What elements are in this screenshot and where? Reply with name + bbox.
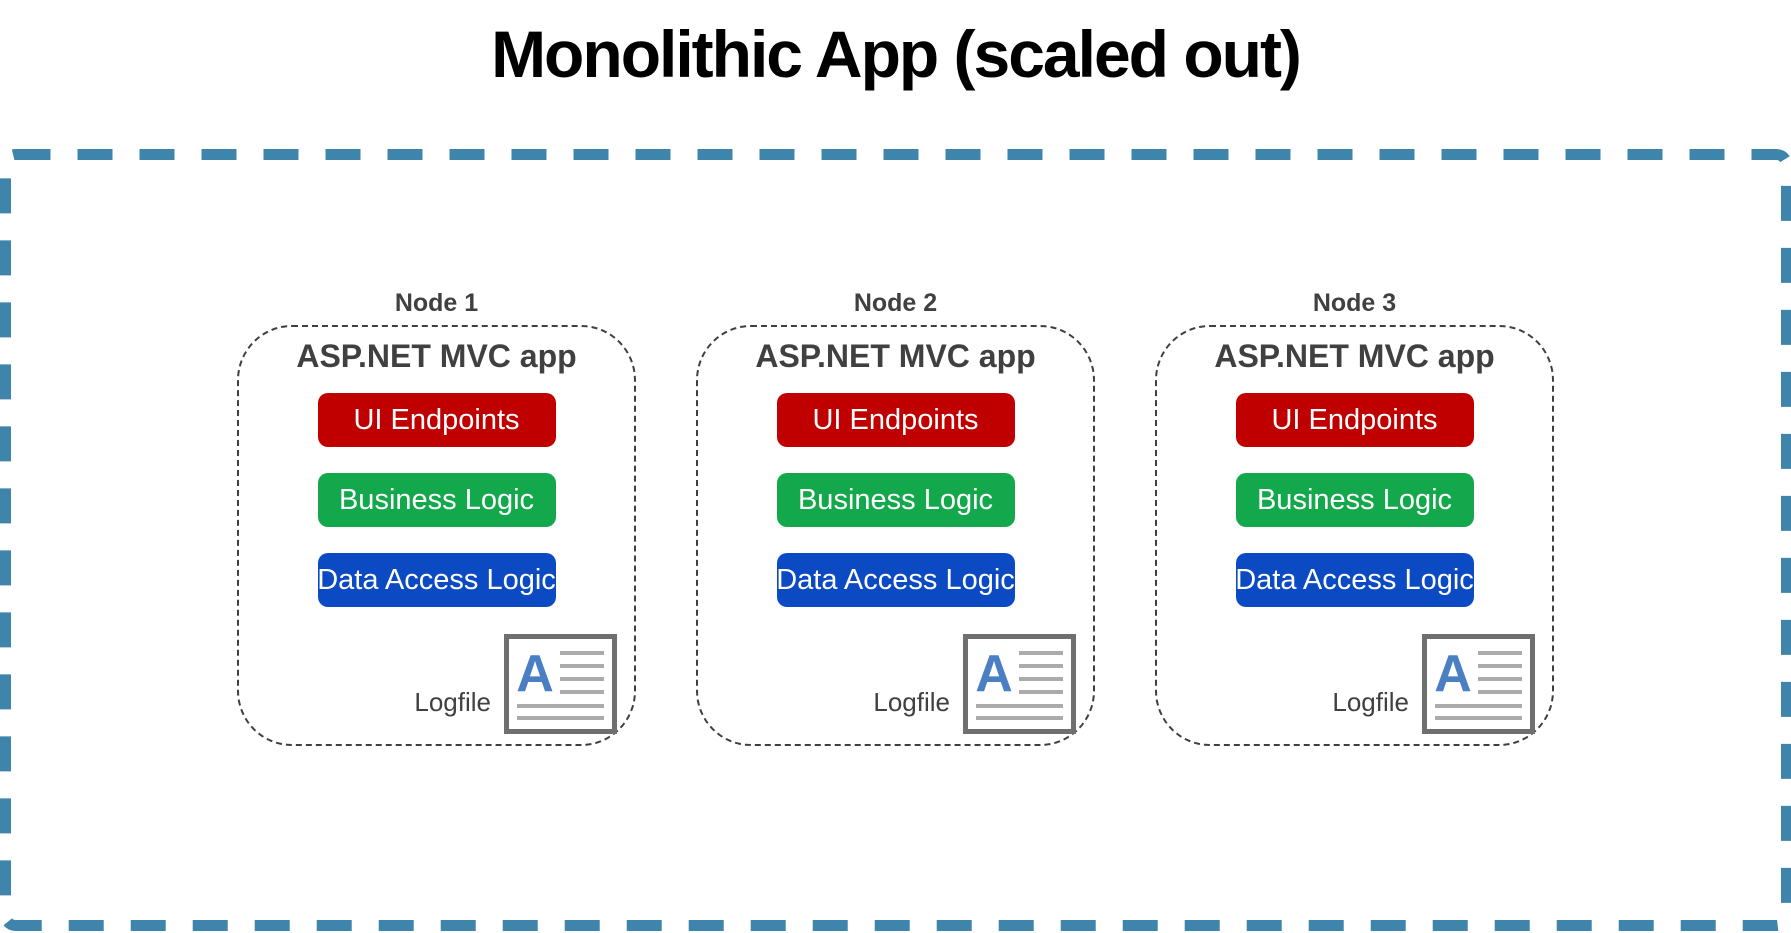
- logfile-icon: A: [1422, 634, 1535, 734]
- logfile-label: Logfile: [873, 687, 950, 717]
- app-title: ASP.NET MVC app: [755, 338, 1036, 374]
- layer-stack: UI Endpoints Business Logic Data Access …: [776, 393, 1015, 607]
- app-title: ASP.NET MVC app: [296, 338, 577, 374]
- node-label: Node 3: [1312, 289, 1397, 317]
- ui-endpoints-layer: UI Endpoints: [317, 393, 556, 447]
- svg-text:A: A: [516, 645, 554, 703]
- node-group-3: Node 3 ASP.NET MVC app UI Endpoints Busi…: [1155, 289, 1554, 746]
- nodes-row: Node 1 ASP.NET MVC app UI Endpoints Busi…: [0, 289, 1791, 746]
- svg-text:A: A: [1434, 645, 1472, 703]
- node-group-1: Node 1 ASP.NET MVC app UI Endpoints Busi…: [237, 289, 636, 746]
- logfile-row: Logfile A: [873, 634, 1076, 734]
- logfile-row: Logfile A: [414, 634, 617, 734]
- asp-net-mvc-app-box: ASP.NET MVC app UI Endpoints Business Lo…: [1155, 325, 1554, 746]
- business-logic-layer: Business Logic: [1235, 473, 1474, 527]
- logfile-label: Logfile: [414, 687, 491, 717]
- logfile-row: Logfile A: [1332, 634, 1535, 734]
- business-logic-layer: Business Logic: [776, 473, 1015, 527]
- ui-endpoints-layer: UI Endpoints: [1235, 393, 1474, 447]
- logfile-label: Logfile: [1332, 687, 1409, 717]
- ui-endpoints-layer: UI Endpoints: [776, 393, 1015, 447]
- asp-net-mvc-app-box: ASP.NET MVC app UI Endpoints Business Lo…: [237, 325, 636, 746]
- logfile-icon: A: [504, 634, 617, 734]
- node-label: Node 2: [853, 289, 938, 317]
- asp-net-mvc-app-box: ASP.NET MVC app UI Endpoints Business Lo…: [696, 325, 1095, 746]
- app-title: ASP.NET MVC app: [1214, 338, 1495, 374]
- data-access-logic-layer: Data Access Logic: [776, 553, 1015, 607]
- data-access-logic-layer: Data Access Logic: [317, 553, 556, 607]
- svg-text:A: A: [975, 645, 1013, 703]
- layer-stack: UI Endpoints Business Logic Data Access …: [1235, 393, 1474, 607]
- node-group-2: Node 2 ASP.NET MVC app UI Endpoints Busi…: [696, 289, 1095, 746]
- data-access-logic-layer: Data Access Logic: [1235, 553, 1474, 607]
- diagram-title: Monolithic App (scaled out): [491, 17, 1302, 91]
- layer-stack: UI Endpoints Business Logic Data Access …: [317, 393, 556, 607]
- node-label: Node 1: [394, 289, 479, 317]
- business-logic-layer: Business Logic: [317, 473, 556, 527]
- logfile-icon: A: [963, 634, 1076, 734]
